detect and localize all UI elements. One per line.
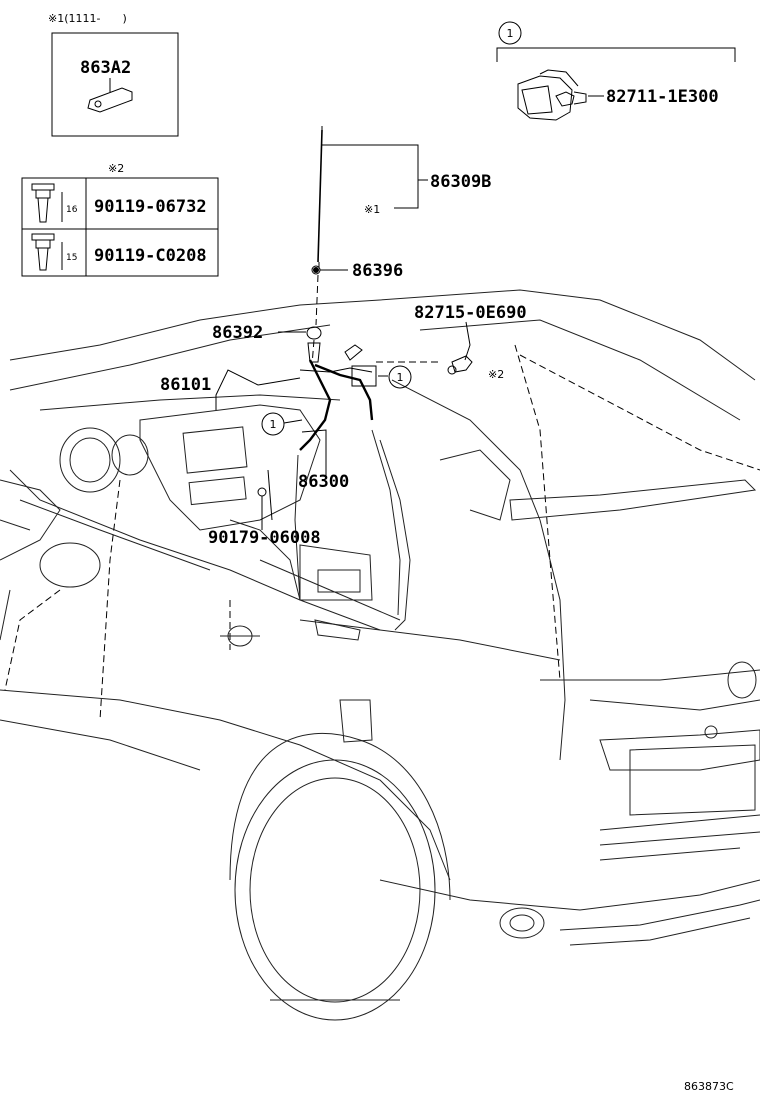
label-86101: 86101 — [160, 375, 211, 395]
ref-circle-left: 1 — [261, 412, 285, 436]
inset-table-bolts: ※2 16 90119-06732 15 90119-C0208 — [21, 162, 219, 277]
bolt-90179-06008 — [257, 487, 267, 497]
antenna-nut-86396 — [311, 265, 321, 275]
label-90179-06008: 90179-06008 — [208, 528, 321, 548]
svg-text:16: 16 — [66, 205, 78, 215]
svg-text:15: 15 — [66, 253, 77, 263]
label-86396: 86396 — [352, 261, 403, 281]
bolt-icon-row1: 16 — [31, 183, 78, 223]
svg-text:1: 1 — [397, 371, 404, 384]
ref-circle-top: 1 — [498, 21, 522, 45]
diagram-code: 863873C — [684, 1080, 734, 1093]
grommet-82711-1E300 — [517, 69, 587, 121]
leader-lines — [215, 47, 736, 530]
antenna-mast-86309B — [317, 126, 323, 268]
label-82715-0E690: 82715-0E690 — [414, 303, 527, 323]
note1-header: ※1(1111- ) — [48, 12, 127, 25]
label-863A2: 863A2 — [80, 58, 131, 78]
note1-mark: ※1 — [364, 203, 380, 216]
antenna-pad-86392 — [306, 326, 322, 363]
clip-82715-0E690 — [447, 355, 473, 375]
mast-centerline — [311, 274, 319, 366]
svg-text:1: 1 — [270, 418, 277, 431]
label-86309B: 86309B — [430, 172, 491, 192]
table-part-row1: 90119-06732 — [94, 197, 207, 217]
bolt-icon-row2: 15 — [31, 233, 77, 271]
note2-header: ※2 — [108, 162, 124, 175]
label-82711-1E300: 82711-1E300 — [606, 87, 719, 107]
note2-mark: ※2 — [488, 368, 504, 381]
inset-box-863A2: ※1(1111- ) 863A2 — [48, 12, 179, 137]
svg-text:1: 1 — [507, 27, 514, 40]
label-86300: 86300 — [298, 472, 349, 492]
antenna-cable-86101 — [294, 344, 411, 631]
table-part-row2: 90119-C0208 — [94, 246, 207, 266]
vehicle-illustration — [0, 289, 760, 1021]
ref-circle-right: 1 — [388, 365, 412, 389]
label-86392: 86392 — [212, 323, 263, 343]
